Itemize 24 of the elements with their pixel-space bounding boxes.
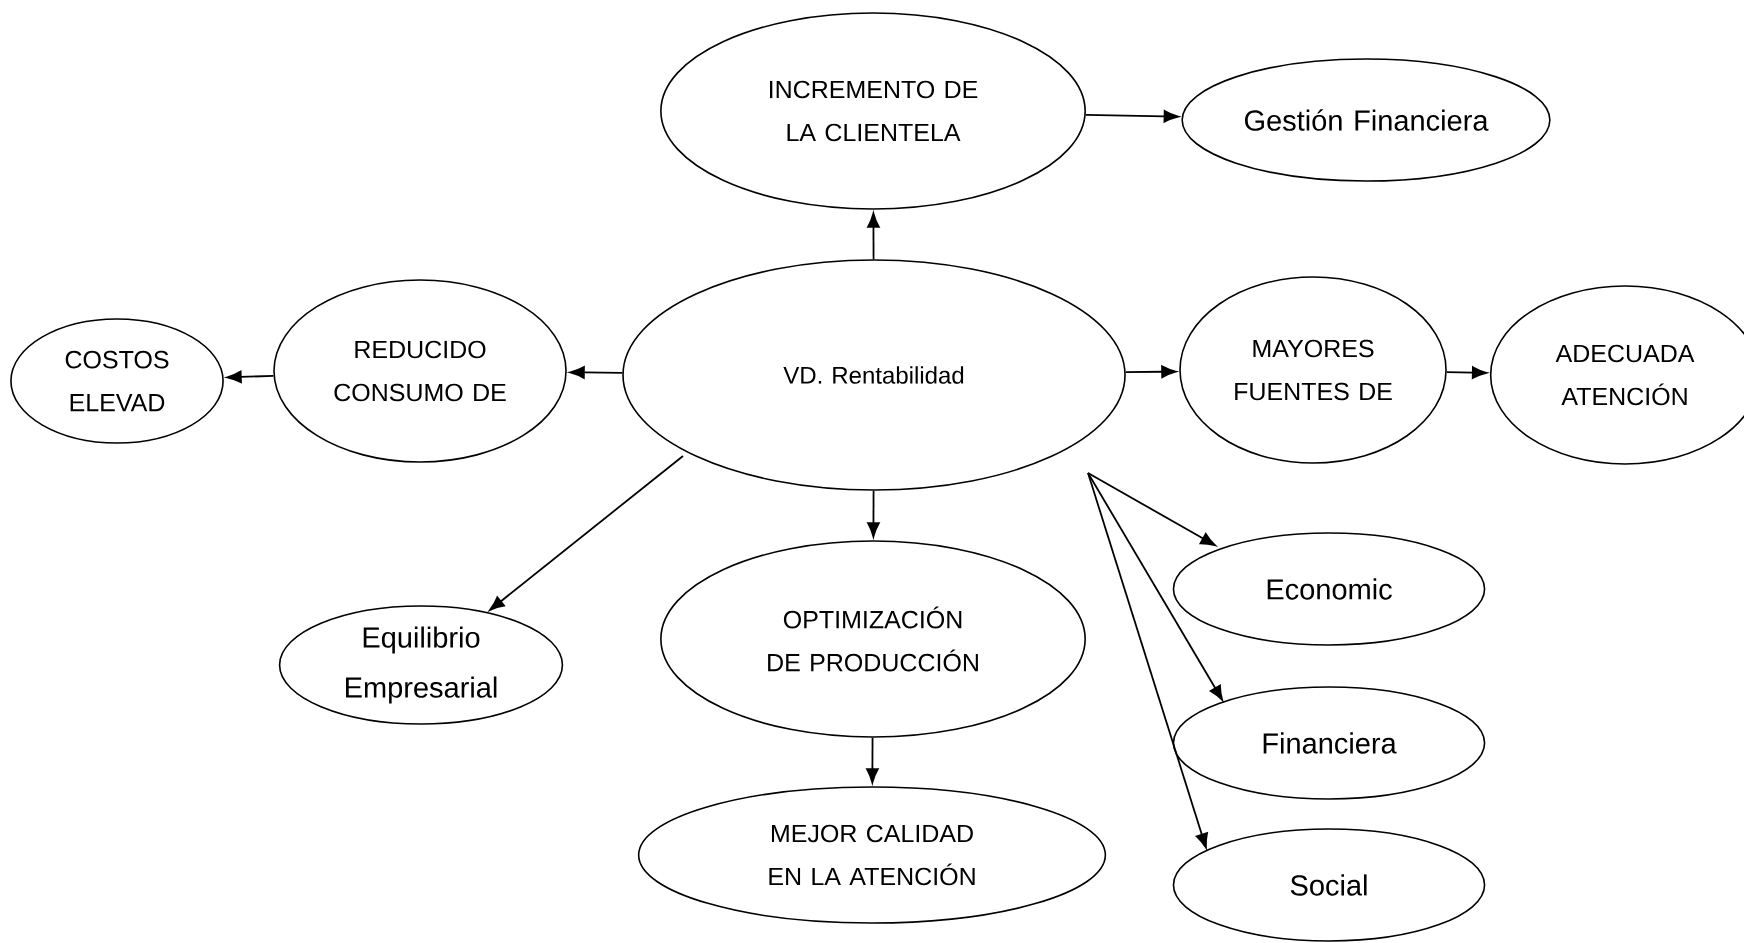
arrow [867,212,880,261]
arrow [1124,365,1177,379]
arrow [489,455,684,611]
arrow [1084,110,1179,123]
ellipse-node: VD. Rentabilidad [622,259,1126,491]
arrow [867,489,880,538]
ellipse-node: MAYORES FUENTES DE [1179,276,1447,464]
ellipse-node: MEJOR CALIDAD EN LA ATENCIÓN [637,786,1107,924]
ellipse-node: OPTIMIZACIÓN DE PRODUCCIÓN [660,540,1086,738]
ellipse-node: Equilibrio Empresarial [278,605,564,725]
ellipse-node: Financiera [1172,686,1486,800]
ellipse-node: Social [1172,828,1486,942]
ellipse-node: INCREMENTO DE LA CLIENTELA [660,12,1086,210]
arrow [226,370,275,384]
ellipse-node: REDUCIDO CONSUMO DE [273,279,567,463]
ellipse-node: COSTOS ELEVAD [10,318,224,444]
ellipse-node: Gestión Financiera [1181,58,1551,182]
arrow [1087,472,1216,547]
arrow [569,366,624,379]
arrow [1445,366,1488,379]
arrow [1087,472,1224,701]
arrow [866,736,879,784]
ellipse-node: Economic [1172,532,1486,646]
arrow [1087,472,1208,849]
